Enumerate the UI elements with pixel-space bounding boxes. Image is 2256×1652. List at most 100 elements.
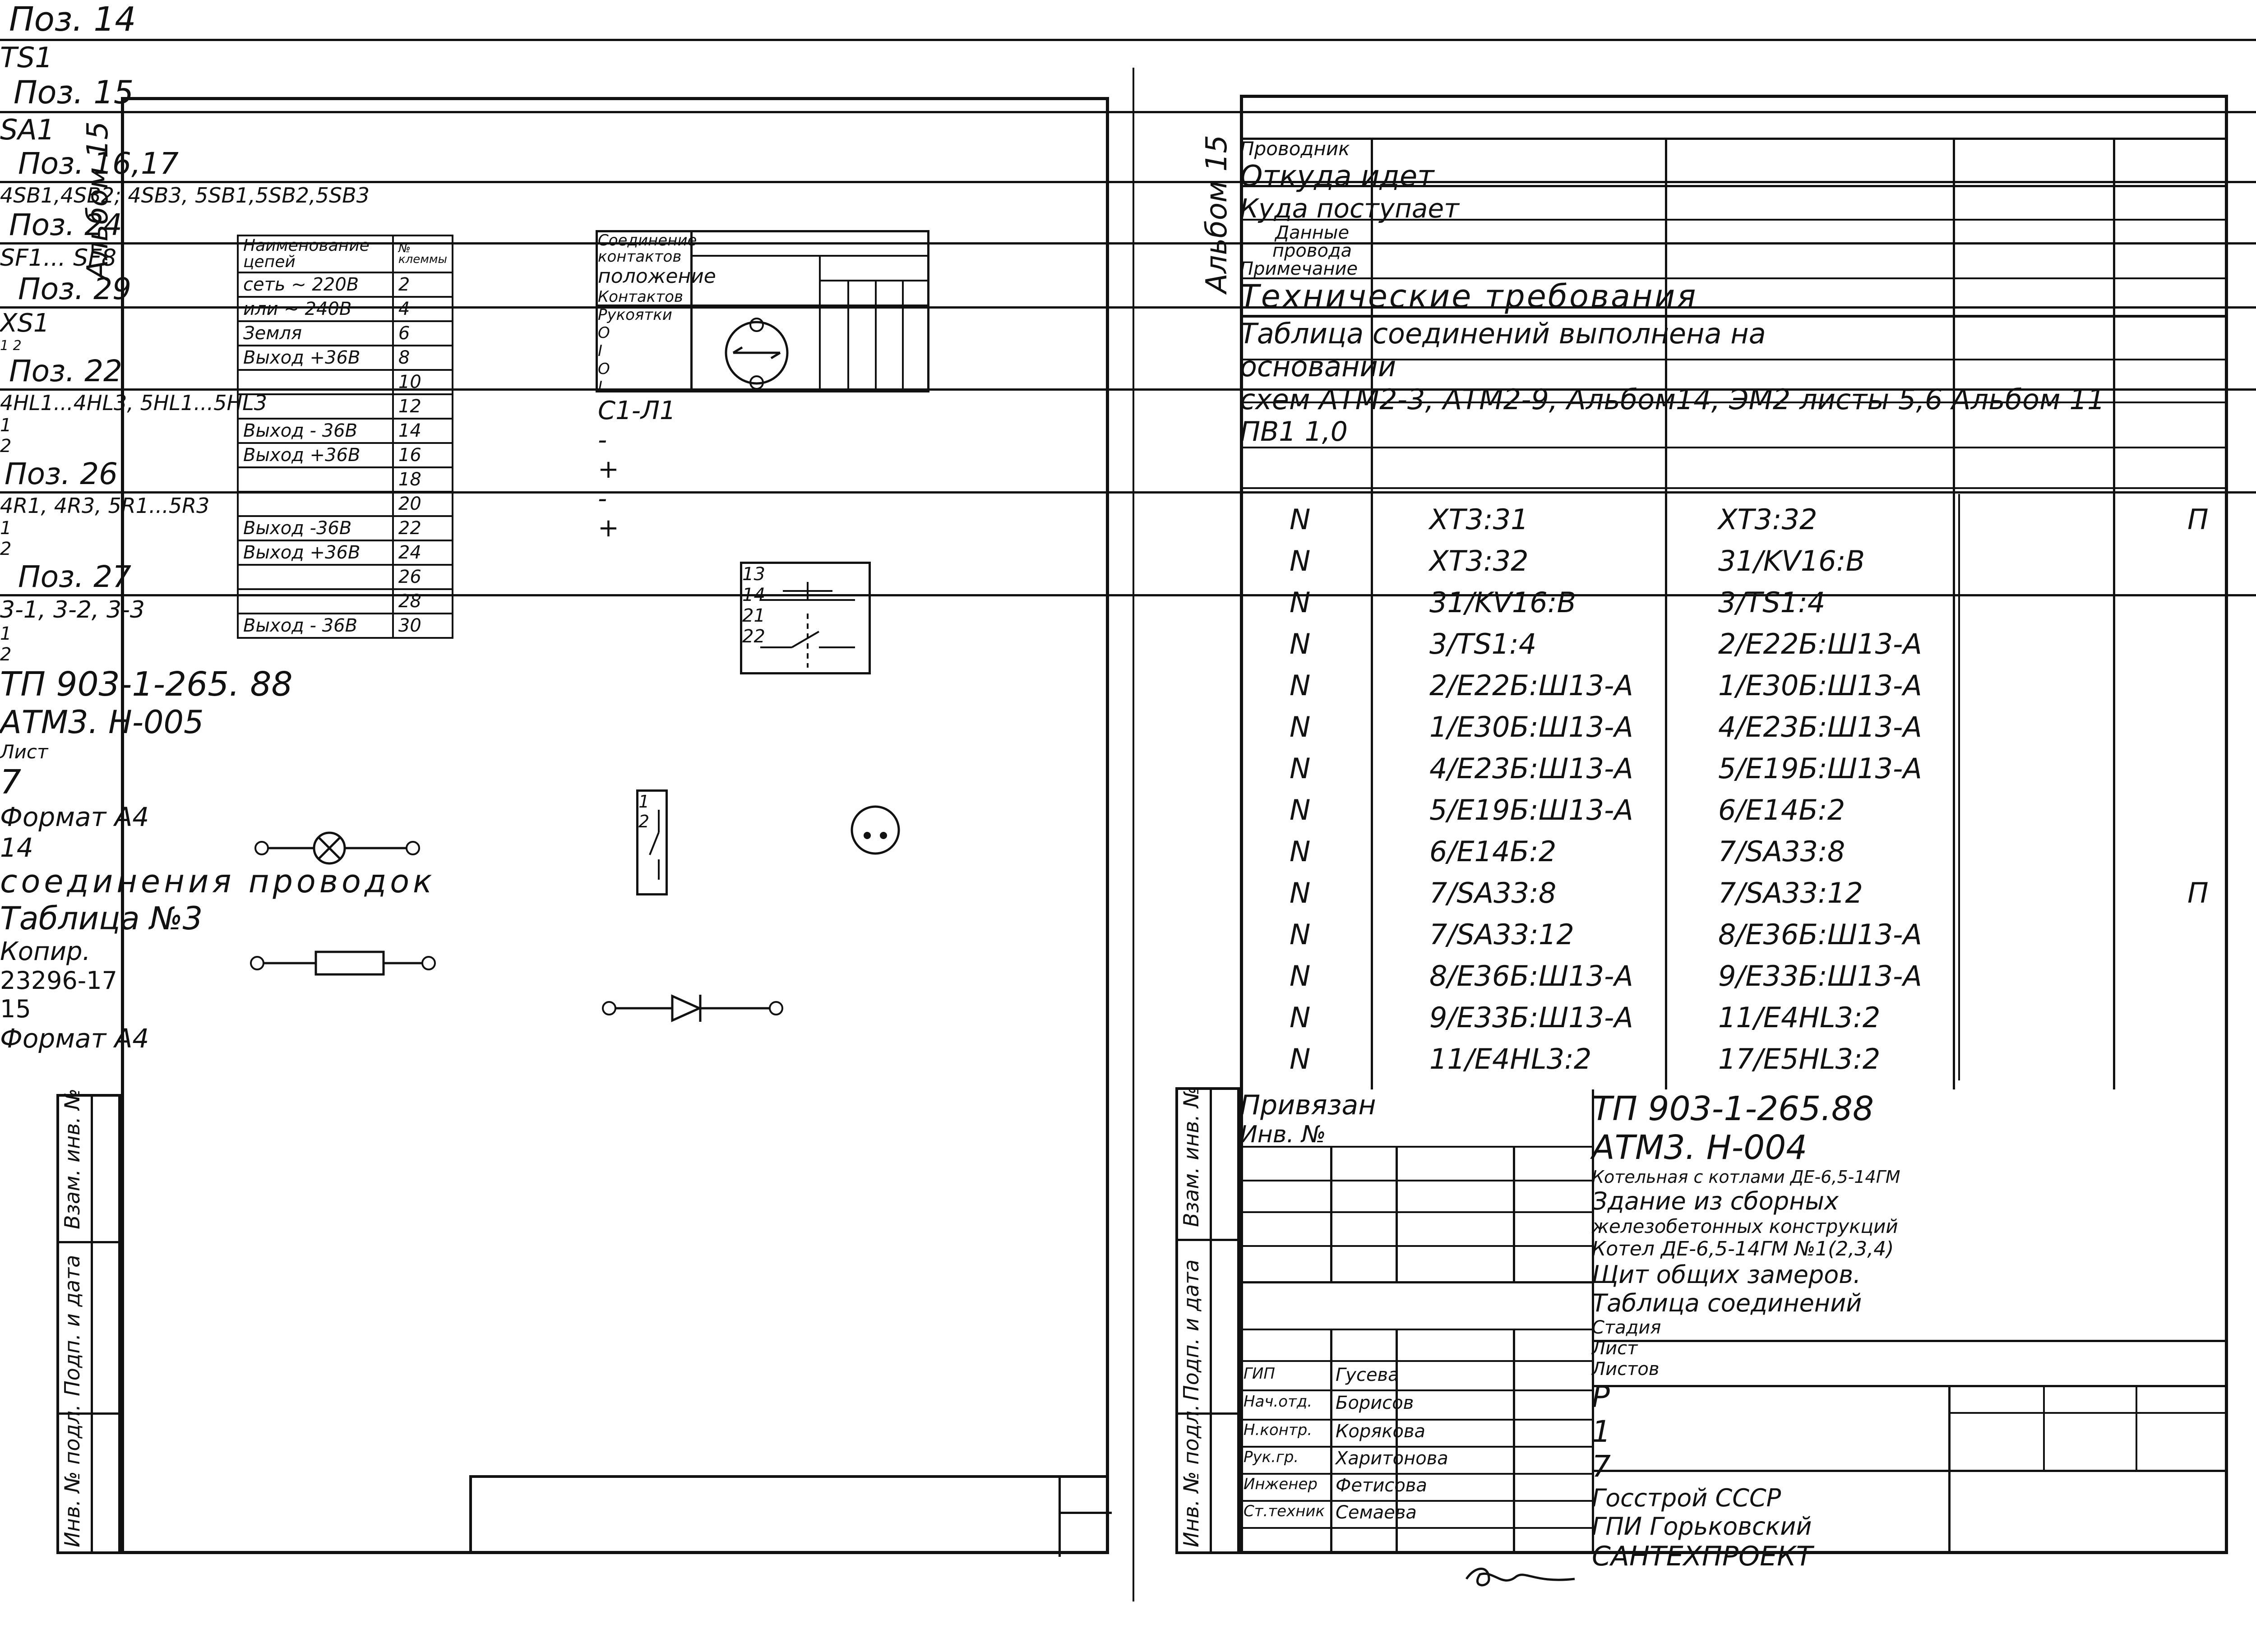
pos1617-title: Поз. 16,17: [0, 146, 2256, 183]
pos15-table: Соединение контактов положение Контактов…: [596, 230, 929, 543]
connection-to: 31/KV16:В: [1718, 545, 1865, 577]
pos14-circuit-name: [237, 491, 394, 517]
left-stamp-podp: Подп. и дата: [60, 1255, 84, 1396]
pb-t22: 22: [742, 626, 765, 647]
pos15-mark-0: -: [598, 425, 607, 455]
diode-t2: 2: [0, 644, 12, 665]
stamp-name: Корякова: [1336, 1421, 1426, 1442]
stamp-role: Нач.отд.: [1244, 1393, 1313, 1411]
table-title: соединения проводок: [0, 863, 436, 900]
table-no: Таблица №3: [0, 900, 203, 937]
pos14-row: 20: [237, 491, 454, 517]
pos15-h-contacts: Контактов: [598, 288, 683, 306]
pos15-sub: SA1: [0, 113, 55, 146]
pos22-sub: 4HL1...4HL3, 5HL1...5HL3: [0, 391, 267, 415]
drawing-line-0: Котел ДЕ-6,5-14ГМ №1(2,3,4): [1592, 1237, 1894, 1260]
stamp-name: Борисов: [1336, 1393, 1414, 1413]
diode-t1: 1: [0, 623, 12, 644]
header-wire: Проводник: [1240, 138, 1350, 160]
pos14-terminal-num: 24: [392, 540, 454, 566]
lamp-t1: 1: [0, 415, 12, 436]
pos14-title: Поз. 14: [0, 0, 2256, 41]
pos15-hp-0: О: [598, 324, 610, 342]
pos27-sub: 3-1, 3-2, 3-3: [0, 596, 145, 623]
stamp-role: Н.контр.: [1244, 1421, 1313, 1439]
stamp-role: Рук.гр.: [1244, 1448, 1299, 1466]
connection-wire: N: [1290, 586, 1311, 619]
pos26-sub: 4R1, 4R3, 5R1...5R3: [0, 494, 210, 518]
left-stamp-inv: Инв. № подл.: [60, 1404, 84, 1547]
table-row-line: [1240, 316, 2228, 318]
pos15-mark-3: +: [598, 513, 619, 543]
connection-to: 2/Е22Б:Ш13-А: [1718, 628, 1922, 660]
left-format: Формат А4: [0, 802, 149, 832]
pos14-circuit-name: Выход -36В: [237, 515, 394, 541]
table-row-line: [1240, 447, 2228, 448]
connection-from: 7/SA33:12: [1429, 918, 1574, 951]
org-line-0: Госстрой СССР: [1592, 1484, 1781, 1512]
connection-from: 3/TS1:4: [1429, 628, 1537, 660]
right-stamp-inv: Инв. № подл.: [1179, 1404, 1203, 1547]
connection-from: 7/SA33:8: [1429, 877, 1557, 909]
stamp-role: Инженер: [1244, 1475, 1318, 1493]
order-no: 23296-17: [0, 966, 117, 995]
right-frame: [1240, 95, 2228, 1554]
connection-wire: N: [1290, 669, 1311, 702]
stamp-name: Гусева: [1336, 1365, 1399, 1385]
connection-from: 31/KV16:В: [1429, 586, 1576, 619]
pos14-terminal-num: 16: [392, 442, 454, 468]
copied-label: Копир.: [0, 937, 91, 966]
left-album-label: Альбом 15: [81, 121, 115, 280]
pos15-h-conn: Соединение контактов: [598, 231, 697, 266]
pos15-h-pos: положение: [598, 265, 716, 288]
privyazan: Привязан: [1240, 1089, 1376, 1121]
drawing-line-2: Таблица соединений: [1592, 1289, 1862, 1317]
stamp-role: ГИП: [1244, 1365, 1275, 1383]
header-note: Примечание: [1240, 258, 1358, 279]
right-stamp-vzam: Взам. инв. №: [1179, 1086, 1203, 1227]
pushbutton-symbol: 13 14 21 22: [740, 562, 871, 674]
header-data: Данные провода: [1272, 222, 1352, 261]
connection-wire: N: [1290, 877, 1311, 909]
right-stamp-podp: Подп. и дата: [1179, 1259, 1203, 1401]
order-page: 15: [0, 995, 31, 1023]
connection-to: 8/Е36Б:Ш13-А: [1718, 918, 1922, 951]
table-row-line: [1240, 401, 2228, 403]
header-to: Куда поступает: [1240, 193, 1459, 224]
pos27-title: Поз. 27: [0, 559, 2256, 596]
connection-to: 7/SA33:12: [1718, 877, 1863, 909]
right-format: Формат А4: [0, 1023, 149, 1054]
connection-to: 7/SA33:8: [1718, 835, 1845, 868]
project-line-0: Котельная с котлами ДЕ-6,5-14ГМ: [1592, 1167, 1900, 1187]
right-doc-mark: АТМ3. Н-004: [1592, 1128, 1808, 1167]
pos14-circuit-name: Выход +36В: [237, 442, 394, 468]
connection-to: 4/Е23Б:Ш13-А: [1718, 711, 1922, 743]
pos14-row: 10: [237, 369, 454, 395]
left-doc-code: ТП 903-1-265. 88: [0, 665, 293, 704]
pos14-terminal-num: 6: [392, 320, 454, 346]
resistor-t2: 2: [0, 539, 12, 559]
project-line-1: Здание из сборных: [1592, 1187, 1839, 1215]
left-sheet-num: 7: [0, 763, 22, 802]
right-sheet: 14 Альбом 15 соединения проводок Таблица…: [0, 95, 2256, 1587]
left-title-block: [469, 1475, 1112, 1557]
copied-signature: [1465, 1568, 1575, 1587]
pos1617-sub: 4SB1,4SB2; 4SB3, 5SB1,5SB2,5SB3: [0, 183, 370, 208]
table-row-line: [1240, 359, 2228, 360]
pos15-title: Поз. 15: [0, 74, 2256, 113]
right-title-block: ТП 903-1-265.88 АТМ3. Н-004 Котельная с …: [1592, 1089, 2228, 1572]
wire-group-brace: [1958, 494, 1960, 1080]
pos14-terminal-num: 18: [392, 466, 454, 493]
pos15-hp-3: I: [598, 378, 603, 396]
pos14-circuit-name: Земля: [237, 320, 394, 346]
pos15-h-handle: Рукоятки: [598, 306, 672, 324]
right-album-label: Альбом 15: [1200, 134, 1234, 293]
sheet: 1: [1592, 1414, 1611, 1449]
pos14-circuit-name: Выход +36В: [237, 540, 394, 566]
connection-wire: N: [1290, 503, 1311, 536]
